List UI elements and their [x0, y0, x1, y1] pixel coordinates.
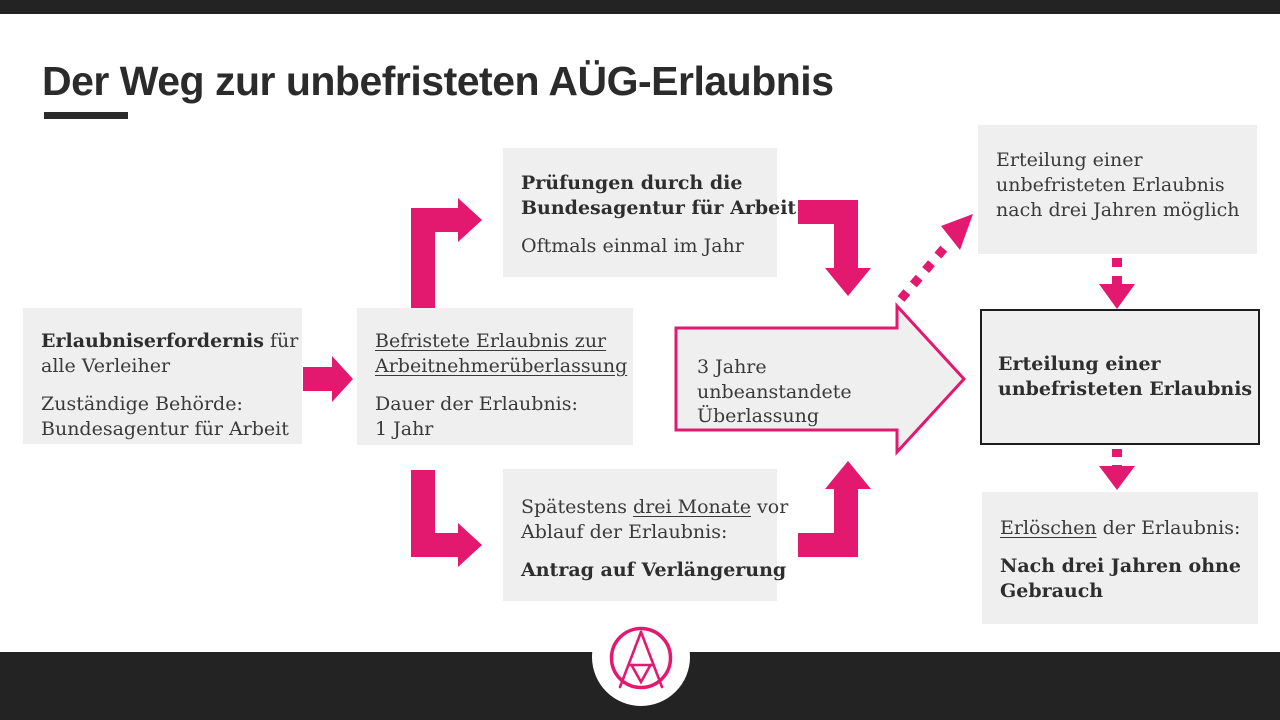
- box-text-line: Ablauf der Erlaubnis:: [521, 521, 728, 544]
- box-antrag-verlaengerung: Spätestens drei Monate vor Ablauf der Er…: [503, 469, 788, 601]
- text: für: [263, 330, 299, 352]
- dotted-arrow-down-icon: [1099, 258, 1135, 309]
- box-text-line: 3 Jahre unbeanstandete: [697, 356, 852, 403]
- logo-badge: [592, 608, 690, 706]
- arrow-elbow-right-up-icon: [798, 461, 871, 557]
- box-erloeschen: Erlöschen der Erlaubnis: Nach drei Jahre…: [982, 492, 1258, 624]
- bold-text: Gebrauch: [1000, 580, 1104, 603]
- arrow-right-icon: [303, 356, 353, 402]
- underlined-text: Erlöschen: [1000, 517, 1097, 539]
- text: Spätestens: [521, 496, 634, 518]
- box-text-line: Arbeitnehmerüberlassung: [375, 354, 627, 379]
- arrow-elbow-right-down-icon: [798, 200, 871, 296]
- box-text-line: Antrag auf Verlängerung: [521, 558, 786, 583]
- text: vor: [751, 496, 789, 518]
- box-text-line: alle Verleiher: [41, 355, 171, 378]
- box-text-line: Erteilung einer: [998, 352, 1246, 377]
- box-erteilung-moeglich: Erteilung einer unbefristeten Erlaubnis …: [978, 125, 1257, 254]
- box-text-line: Bundesagentur für Arbeit: [521, 196, 796, 221]
- text: der Erlaubnis:: [1096, 517, 1241, 539]
- box-befristete-erlaubnis: Befristete Erlaubnis zur Arbeitnehmerübe…: [357, 308, 633, 445]
- bold-text: unbefristeten Erlaubnis: [998, 378, 1253, 400]
- underlined-text: Arbeitnehmerüberlassung: [375, 355, 628, 378]
- box-text-line: Gebrauch: [1000, 579, 1246, 604]
- box-text-line: Überlassung: [697, 405, 820, 428]
- page-title: Der Weg zur unbefristeten AÜG-Erlaubnis: [42, 58, 834, 104]
- bold-text: Antrag auf Verlängerung: [521, 559, 787, 582]
- top-bar: [0, 0, 1280, 14]
- box-text-line: Zuständige Behörde:: [41, 393, 243, 416]
- box-erlaubniserfordernis: Erlaubniserfordernis für alle Verleiher …: [23, 308, 302, 444]
- box-text-line: Erteilung einer: [996, 149, 1143, 171]
- box-text-line: nach drei Jahren möglich: [996, 199, 1240, 222]
- box-text-line: Befristete Erlaubnis zur: [375, 329, 619, 354]
- box-text-line: unbefristeten Erlaubnis: [998, 377, 1252, 402]
- box-text-line: Dauer der Erlaubnis:: [375, 393, 578, 416]
- underlined-text: Befristete Erlaubnis zur: [375, 330, 607, 352]
- box-pruefungen: Prüfungen durch die Bundesagentur für Ar…: [503, 148, 796, 277]
- dotted-arrow-diagonal-icon: [897, 214, 973, 302]
- bold-text: Nach drei Jahren ohne: [1000, 555, 1241, 578]
- box-text-line: Prüfungen durch die: [521, 171, 765, 196]
- box-text-line: unbefristeten Erlaubnis: [996, 174, 1225, 197]
- title-underline: [44, 112, 128, 119]
- arrow-elbow-up-right-icon: [411, 198, 482, 308]
- arrow-elbow-down-right-icon: [411, 470, 482, 567]
- box-text-line: 1 Jahr: [375, 418, 434, 441]
- box-text-line: Oftmals einmal im Jahr: [521, 235, 744, 258]
- box-text-line: Nach drei Jahren ohne: [1000, 554, 1246, 579]
- box-text-line: Bundesagentur für Arbeit: [41, 418, 289, 441]
- bold-text: Erlaubniserfordernis: [41, 330, 264, 352]
- underlined-text: drei Monate: [633, 496, 751, 518]
- bold-text: Bundesagentur für Arbeit: [521, 197, 797, 220]
- bold-text: Erteilung einer: [998, 352, 1161, 375]
- bold-text: Prüfungen durch die: [521, 172, 743, 194]
- box-text-line: Erlaubniserfordernis für: [41, 329, 298, 354]
- geometric-a-logo-icon: [609, 626, 673, 690]
- box-text-line: Erlöschen der Erlaubnis:: [1000, 516, 1246, 541]
- big-arrow-label: 3 Jahre unbeanstandete Überlassung: [697, 355, 927, 429]
- box-erteilung-unbefristet: Erteilung einer unbefristeten Erlaubnis: [980, 309, 1260, 445]
- box-text-line: Spätestens drei Monate vor: [521, 495, 788, 520]
- dotted-arrow-down-icon: [1099, 449, 1135, 490]
